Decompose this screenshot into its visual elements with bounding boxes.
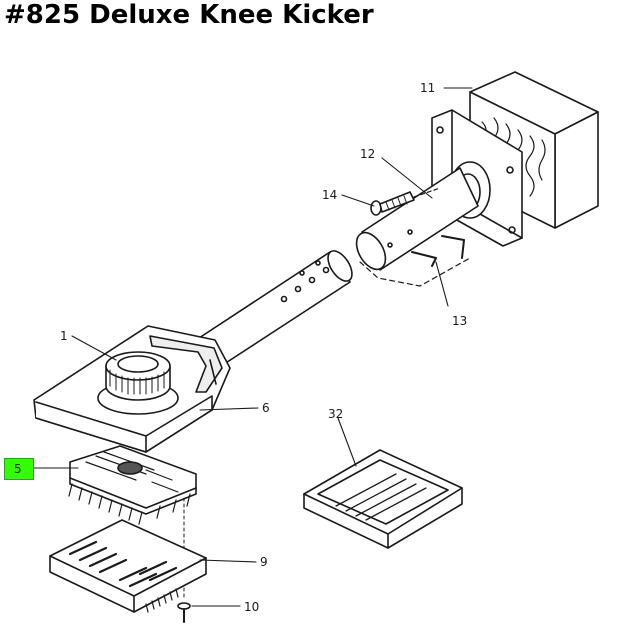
leader-lines <box>33 87 473 607</box>
part-32-tray <box>303 449 463 549</box>
callout-14: 14 <box>322 188 337 202</box>
part-10-screw <box>177 602 191 623</box>
part-14-screw <box>370 187 441 216</box>
part-13-pins <box>411 235 465 267</box>
callout-11: 11 <box>420 81 435 95</box>
callout-5: 5 <box>14 462 22 476</box>
callout-labels: 11 12 14 13 1 6 32 9 10 <box>60 81 467 614</box>
callout-6: 6 <box>262 401 270 415</box>
callout-1: 1 <box>60 329 68 343</box>
callout-12: 12 <box>360 147 375 161</box>
page-title: #825 Deluxe Knee Kicker <box>4 0 374 30</box>
part-9-base-plate <box>49 519 207 613</box>
part-5-teeth-plate <box>68 445 197 601</box>
part-12-flange-tube <box>355 109 523 287</box>
callout-9: 9 <box>260 555 268 569</box>
callout-13: 13 <box>452 314 467 328</box>
part-1-knob <box>105 351 171 401</box>
callout-5-highlight[interactable]: 5 <box>4 458 34 480</box>
callout-10: 10 <box>244 600 259 614</box>
callout-32: 32 <box>328 407 343 421</box>
